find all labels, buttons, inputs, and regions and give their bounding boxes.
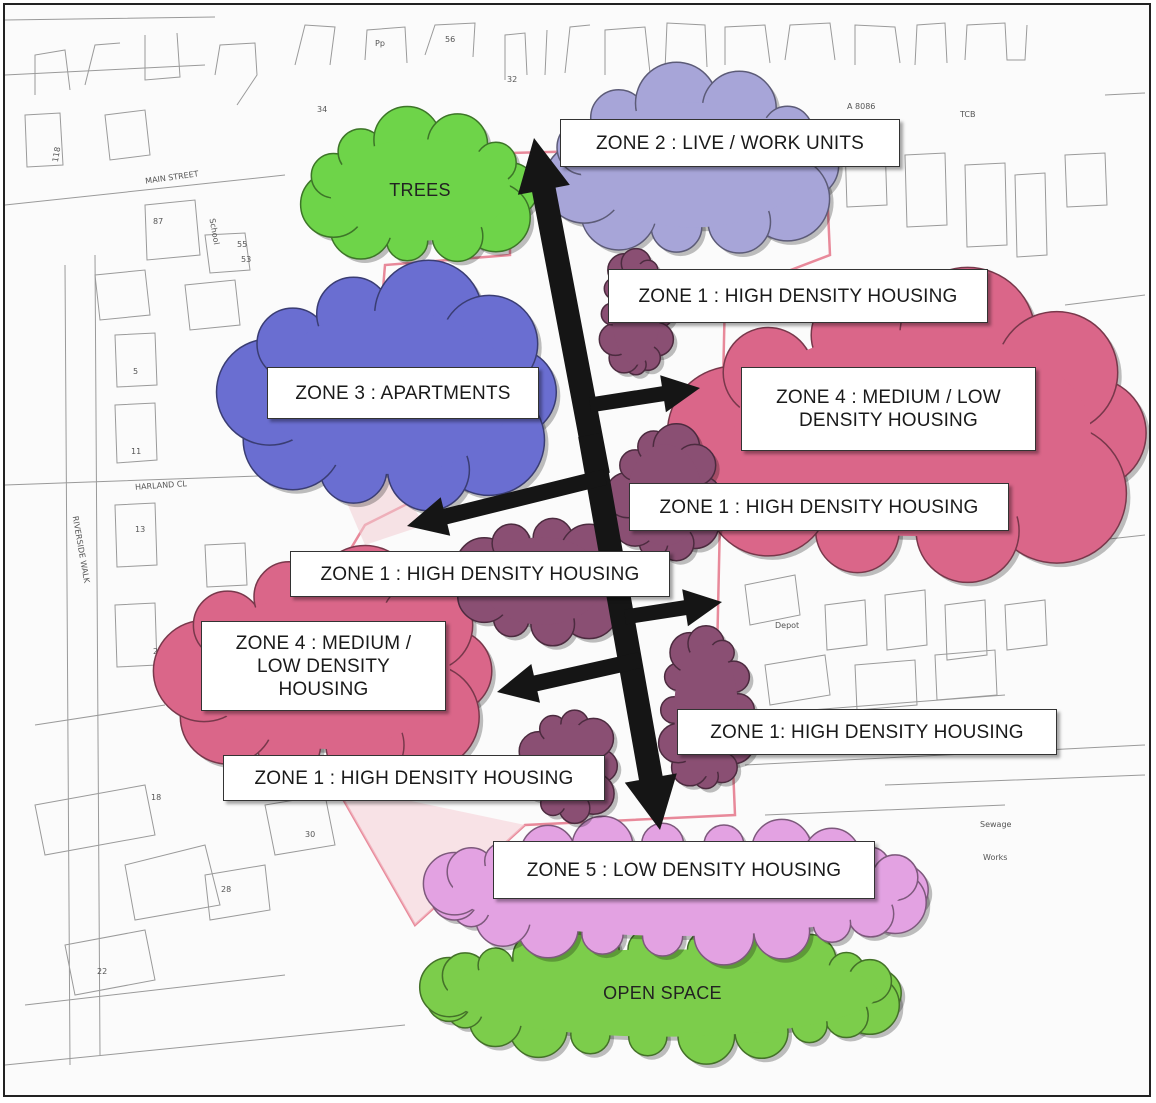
zone2-label: ZONE 2 : LIVE / WORK UNITS	[560, 119, 900, 167]
map-label-works: Works	[983, 853, 1008, 862]
map-label-22: 22	[97, 967, 108, 976]
zone1-label-a: ZONE 1 : HIGH DENSITY HOUSING	[608, 269, 988, 323]
map-label-road: A 8086	[847, 102, 876, 111]
map-label-18: 18	[151, 793, 162, 802]
zone3-label: ZONE 3 : APARTMENTS	[267, 367, 539, 419]
zone1-label-d: ZONE 1: HIGH DENSITY HOUSING	[677, 709, 1057, 755]
map-label-tcb: TCB	[960, 110, 976, 119]
zone4-right-label: ZONE 4 : MEDIUM / LOW DENSITY HOUSING	[741, 367, 1036, 451]
trees-label: TREES	[389, 179, 451, 200]
map-label-depot: Depot	[775, 621, 800, 630]
map-label-5: 5	[133, 367, 139, 376]
main-arrow-north	[517, 138, 610, 478]
branch-arrow-west-upper	[407, 469, 607, 536]
map-label-55: 55	[237, 240, 248, 249]
branch-arrow-east-lower	[623, 589, 722, 627]
map-label-32: 32	[507, 75, 518, 84]
map-label-87: 87	[153, 217, 164, 226]
map-label-13: 13	[135, 525, 146, 534]
branch-arrow-east-upper	[588, 375, 700, 413]
map-label-pp: Pp	[375, 39, 385, 48]
map-label-11: 11	[131, 447, 142, 456]
map-label-56: 56	[445, 35, 456, 44]
branch-arrow-west-lower	[497, 652, 642, 703]
map-label-sewage: Sewage	[980, 820, 1012, 829]
open-space-label: OPEN SPACE	[603, 982, 722, 1003]
zone1-label-b: ZONE 1 : HIGH DENSITY HOUSING	[629, 483, 1009, 531]
zone5-label: ZONE 5 : LOW DENSITY HOUSING	[493, 841, 875, 899]
map-label-30: 30	[305, 830, 316, 839]
trees-cloud: TREES	[299, 105, 542, 266]
zone1-label-e: ZONE 1 : HIGH DENSITY HOUSING	[223, 755, 605, 801]
map-label-34: 34	[317, 105, 328, 114]
diagram-frame: MAIN STREET HARLAND CL RIVERSIDE WALK A …	[3, 3, 1151, 1097]
zone4-left-label: ZONE 4 : MEDIUM / LOW DENSITY HOUSING	[201, 621, 446, 711]
main-arrow-south	[578, 432, 677, 830]
circulation-arrows	[407, 138, 722, 830]
map-label-53: 53	[241, 255, 252, 264]
zone1-label-c: ZONE 1 : HIGH DENSITY HOUSING	[290, 551, 670, 597]
map-label-28: 28	[221, 885, 232, 894]
